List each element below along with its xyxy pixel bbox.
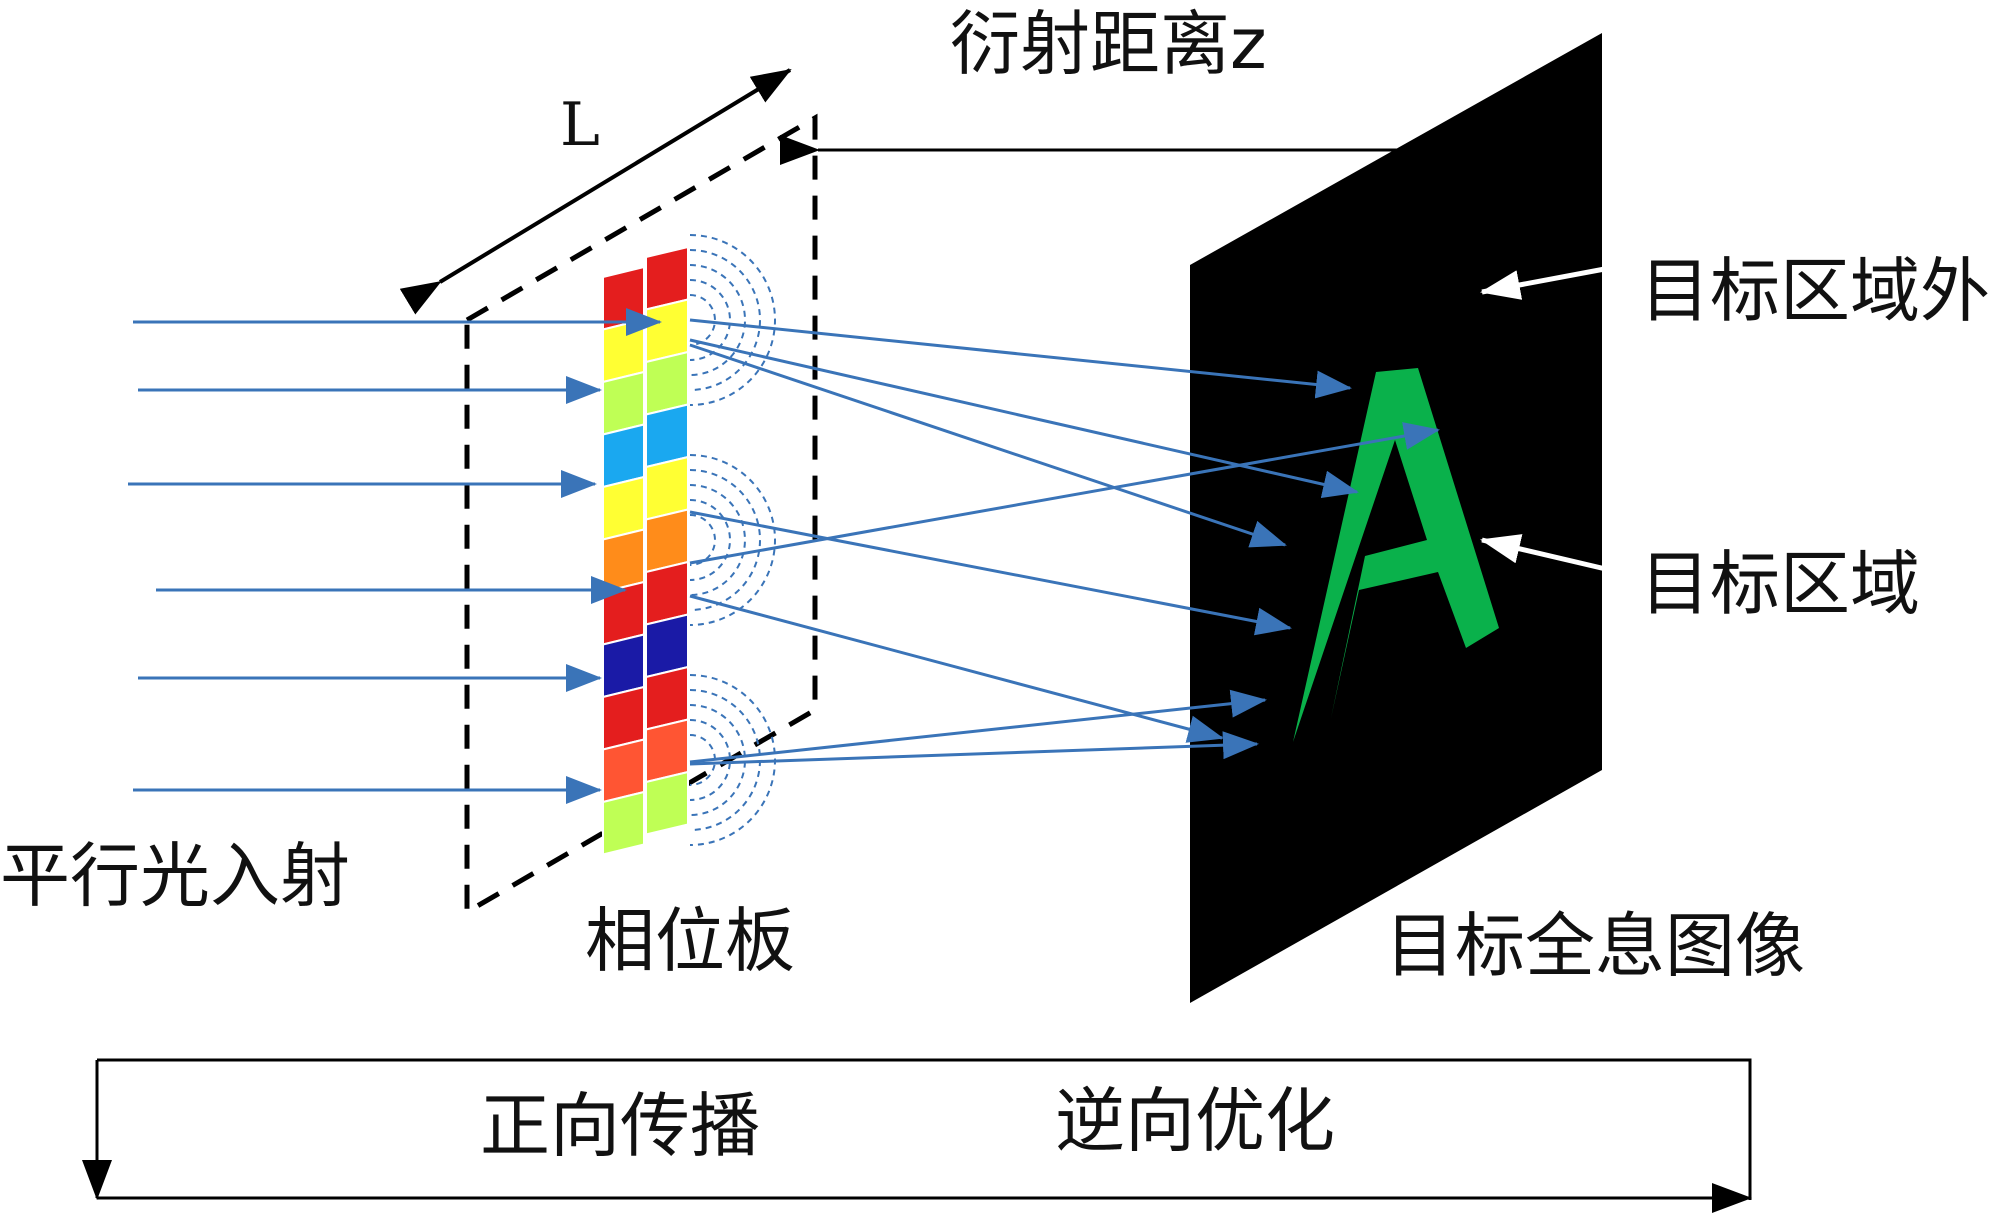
incident-rays <box>128 308 662 804</box>
parallel-light-label: 平行光入射 <box>0 835 350 917</box>
wavefront-arc <box>689 249 761 391</box>
target-hologram-label: 目标全息图像 <box>1385 905 1805 987</box>
diffracted-ray <box>689 338 1359 499</box>
diffracted-ray <box>689 731 1259 766</box>
plate-length-label: L <box>560 90 600 160</box>
outside-region-pointer <box>1480 265 1611 300</box>
diffracted-rays <box>689 318 1440 766</box>
diffracted-ray <box>689 510 1292 636</box>
diffracted-ray <box>689 689 1267 764</box>
wavefront-arc <box>689 469 761 611</box>
propagation-bracket <box>82 1058 1752 1213</box>
target-region-label: 目标区域 <box>1640 543 1920 625</box>
diffracted-ray <box>689 318 1352 399</box>
wavefront-arc <box>689 734 716 786</box>
target-letter-a <box>1293 368 1499 742</box>
wavefront-arc <box>689 514 716 566</box>
diffracted-ray <box>689 343 1287 548</box>
length-dimension-arrow <box>399 68 792 315</box>
diffraction-distance-label: 衍射距离z <box>950 3 1267 85</box>
target-screen <box>1190 33 1602 1003</box>
target-region-pointer <box>1480 534 1611 573</box>
wavefront-arc <box>689 704 746 816</box>
phase-plate-cell <box>645 770 689 836</box>
diffracted-ray <box>689 422 1440 565</box>
outside-target-label: 目标区域外 <box>1640 250 1990 332</box>
phase-plate-label: 相位板 <box>585 900 795 982</box>
wavefront-arc <box>689 234 776 406</box>
forward-propagation-label: 正向传播 <box>480 1085 760 1167</box>
diffracted-ray <box>689 594 1224 743</box>
wavefront-arc <box>689 484 746 596</box>
phase-plate-cell <box>602 790 645 856</box>
inverse-optimization-label: 逆向优化 <box>1055 1080 1335 1162</box>
wavefront-arc <box>689 454 776 626</box>
wavefront-arc <box>689 689 761 831</box>
phase-plate-cells <box>602 245 689 856</box>
